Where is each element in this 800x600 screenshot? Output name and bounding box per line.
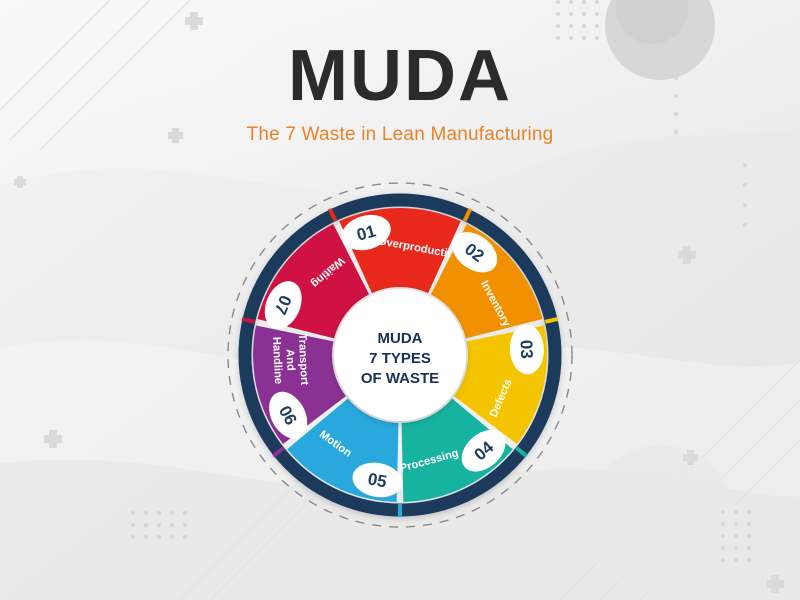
- hub-line-1: MUDA: [378, 330, 423, 347]
- hub-circle: [334, 289, 466, 421]
- segment-label-06: TransportAndHandline: [270, 333, 310, 387]
- background-dot-grids: [130, 0, 751, 562]
- hub-line-3: OF WASTE: [361, 370, 439, 387]
- dashed-outer-ring: [227, 182, 573, 528]
- ring-tick-02: [462, 208, 473, 222]
- ring-tick-07: [241, 317, 256, 324]
- segment-number-01: 01: [355, 221, 378, 244]
- segment-number-badge-06: [269, 391, 308, 439]
- segment-number-03: 03: [516, 339, 536, 359]
- page-subtitle: The 7 Waste in Lean Manufacturing: [246, 124, 554, 145]
- ring-tick-01: [327, 208, 338, 222]
- segment-number-badge-07: [264, 281, 302, 330]
- background-plus-shapes: [14, 12, 784, 593]
- ring-tick-04: [515, 446, 528, 458]
- ring-tick-06: [272, 446, 285, 458]
- segment-number-badge-03: [509, 324, 544, 375]
- wheel-segment-04[interactable]: [401, 398, 513, 502]
- ring-tick-03: [544, 317, 559, 324]
- hub-line-2: 7 TYPES: [369, 350, 431, 367]
- segment-number-badge-01: [341, 214, 391, 251]
- page-header: MUDA The 7 Waste in Lean Manufacturing: [0, 40, 800, 146]
- background-circle-blob: [616, 0, 688, 44]
- ring-tick-marks: [241, 208, 559, 517]
- segment-number-badge-04: [461, 429, 506, 472]
- background-circle-blob-2: [585, 445, 735, 595]
- segment-number-05: 05: [366, 469, 388, 491]
- segment-number-badge-02: [452, 232, 498, 273]
- page-title: MUDA: [288, 36, 512, 116]
- segment-number-badge-05: [352, 462, 403, 498]
